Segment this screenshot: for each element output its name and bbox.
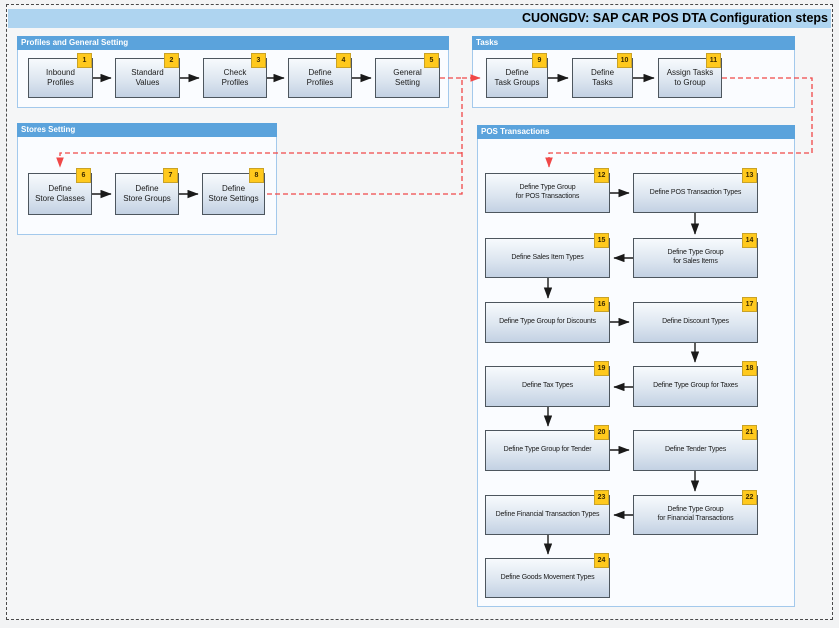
step-20-badge: 20 xyxy=(594,425,609,440)
step-6-define-store-classes: 6 Define Store Classes xyxy=(28,168,92,215)
step-24-label: Define Goods Movement Types xyxy=(500,573,595,581)
step-16-define-type-group-for-discounts: 16 Define Type Group for Discounts xyxy=(485,297,610,343)
step-15-define-sales-item-types: 15 Define Sales Item Types xyxy=(485,233,610,278)
step-7-label: Define Store Groups xyxy=(123,184,171,203)
step-20-label: Define Type Group for Tender xyxy=(503,446,592,454)
step-18-define-type-group-for-taxes: 18 Define Type Group for Taxes xyxy=(633,361,758,407)
step-23-badge: 23 xyxy=(594,490,609,505)
step-6-badge: 6 xyxy=(76,168,91,183)
step-4-badge: 4 xyxy=(336,53,351,68)
step-19-badge: 19 xyxy=(594,361,609,376)
step-10-define-tasks: 10 Define Tasks xyxy=(572,53,633,98)
step-23-define-financial-transaction-types: 23 Define Financial Transaction Types xyxy=(485,490,610,535)
step-21-badge: 21 xyxy=(742,425,757,440)
step-7-badge: 7 xyxy=(163,168,178,183)
step-9-badge: 9 xyxy=(532,53,547,68)
step-11-assign-tasks-to-group: 11 Assign Tasks to Group xyxy=(658,53,722,98)
step-5-badge: 5 xyxy=(424,53,439,68)
diagram-title: CUONGDV: SAP CAR POS DTA Configuration s… xyxy=(8,9,831,28)
step-17-label: Define Discount Types xyxy=(662,318,729,326)
step-20-define-type-group-for-tender: 20 Define Type Group for Tender xyxy=(485,425,610,471)
step-11-badge: 11 xyxy=(706,53,721,68)
step-17-define-discount-types: 17 Define Discount Types xyxy=(633,297,758,343)
step-13-label: Define POS Transaction Types xyxy=(649,188,742,196)
step-16-badge: 16 xyxy=(594,297,609,312)
step-2-badge: 2 xyxy=(164,53,179,68)
step-5-label: General Setting xyxy=(393,68,422,87)
step-23-label: Define Financial Transaction Types xyxy=(495,510,600,518)
panel-profiles-header: Profiles and General Setting xyxy=(17,36,449,50)
step-7-define-store-groups: 7 Define Store Groups xyxy=(115,168,179,215)
step-8-label: Define Store Settings xyxy=(208,184,259,203)
step-21-label: Define Tender Types xyxy=(664,446,727,454)
step-12-define-type-group-for-pos-transactions: 12 Define Type Group for POS Transaction… xyxy=(485,168,610,213)
step-22-label: Define Type Group for Financial Transact… xyxy=(657,506,734,522)
step-3-check-profiles: 3 Check Profiles xyxy=(203,53,267,98)
step-24-badge: 24 xyxy=(594,553,609,568)
step-3-label: Check Profiles xyxy=(221,68,249,87)
step-8-badge: 8 xyxy=(249,168,264,183)
step-22-define-type-group-for-financial-transactions: 22 Define Type Group for Financial Trans… xyxy=(633,490,758,535)
step-17-badge: 17 xyxy=(742,297,757,312)
step-12-label: Define Type Group for POS Transactions xyxy=(515,184,580,200)
step-3-badge: 3 xyxy=(251,53,266,68)
step-24-define-goods-movement-types: 24 Define Goods Movement Types xyxy=(485,553,610,598)
step-14-define-type-group-for-sales-items: 14 Define Type Group for Sales Items xyxy=(633,233,758,278)
step-21-define-tender-types: 21 Define Tender Types xyxy=(633,425,758,471)
panel-stores-header: Stores Setting xyxy=(17,123,277,137)
step-1-inbound-profiles: 1 Inbound Profiles xyxy=(28,53,93,98)
step-18-badge: 18 xyxy=(742,361,757,376)
step-22-badge: 22 xyxy=(742,490,757,505)
step-16-label: Define Type Group for Discounts xyxy=(499,318,596,326)
step-14-label: Define Type Group for Sales Items xyxy=(667,249,724,265)
step-8-define-store-settings: 8 Define Store Settings xyxy=(202,168,265,215)
step-10-badge: 10 xyxy=(617,53,632,68)
panel-tasks-header: Tasks xyxy=(472,36,795,50)
step-19-label: Define Tax Types xyxy=(521,382,574,390)
step-6-label: Define Store Classes xyxy=(35,184,85,203)
step-2-label: Standard Values xyxy=(131,68,164,87)
step-1-label: Inbound Profiles xyxy=(46,68,75,87)
step-4-label: Define Profiles xyxy=(306,68,334,87)
step-2-standard-values: 2 Standard Values xyxy=(115,53,180,98)
step-18-label: Define Type Group for Taxes xyxy=(653,382,738,390)
step-5-general-setting: 5 General Setting xyxy=(375,53,440,98)
step-13-badge: 13 xyxy=(742,168,757,183)
step-11-label: Assign Tasks to Group xyxy=(666,68,714,87)
step-1-badge: 1 xyxy=(77,53,92,68)
panel-pos-header: POS Transactions xyxy=(477,125,795,139)
step-14-badge: 14 xyxy=(742,233,757,248)
step-19-define-tax-types: 19 Define Tax Types xyxy=(485,361,610,407)
step-15-badge: 15 xyxy=(594,233,609,248)
step-4-define-profiles: 4 Define Profiles xyxy=(288,53,352,98)
step-15-label: Define Sales Item Types xyxy=(511,253,584,261)
step-13-define-pos-transaction-types: 13 Define POS Transaction Types xyxy=(633,168,758,213)
step-12-badge: 12 xyxy=(594,168,609,183)
step-10-label: Define Tasks xyxy=(590,68,615,87)
step-9-define-task-groups: 9 Define Task Groups xyxy=(486,53,548,98)
step-9-label: Define Task Groups xyxy=(494,68,540,87)
